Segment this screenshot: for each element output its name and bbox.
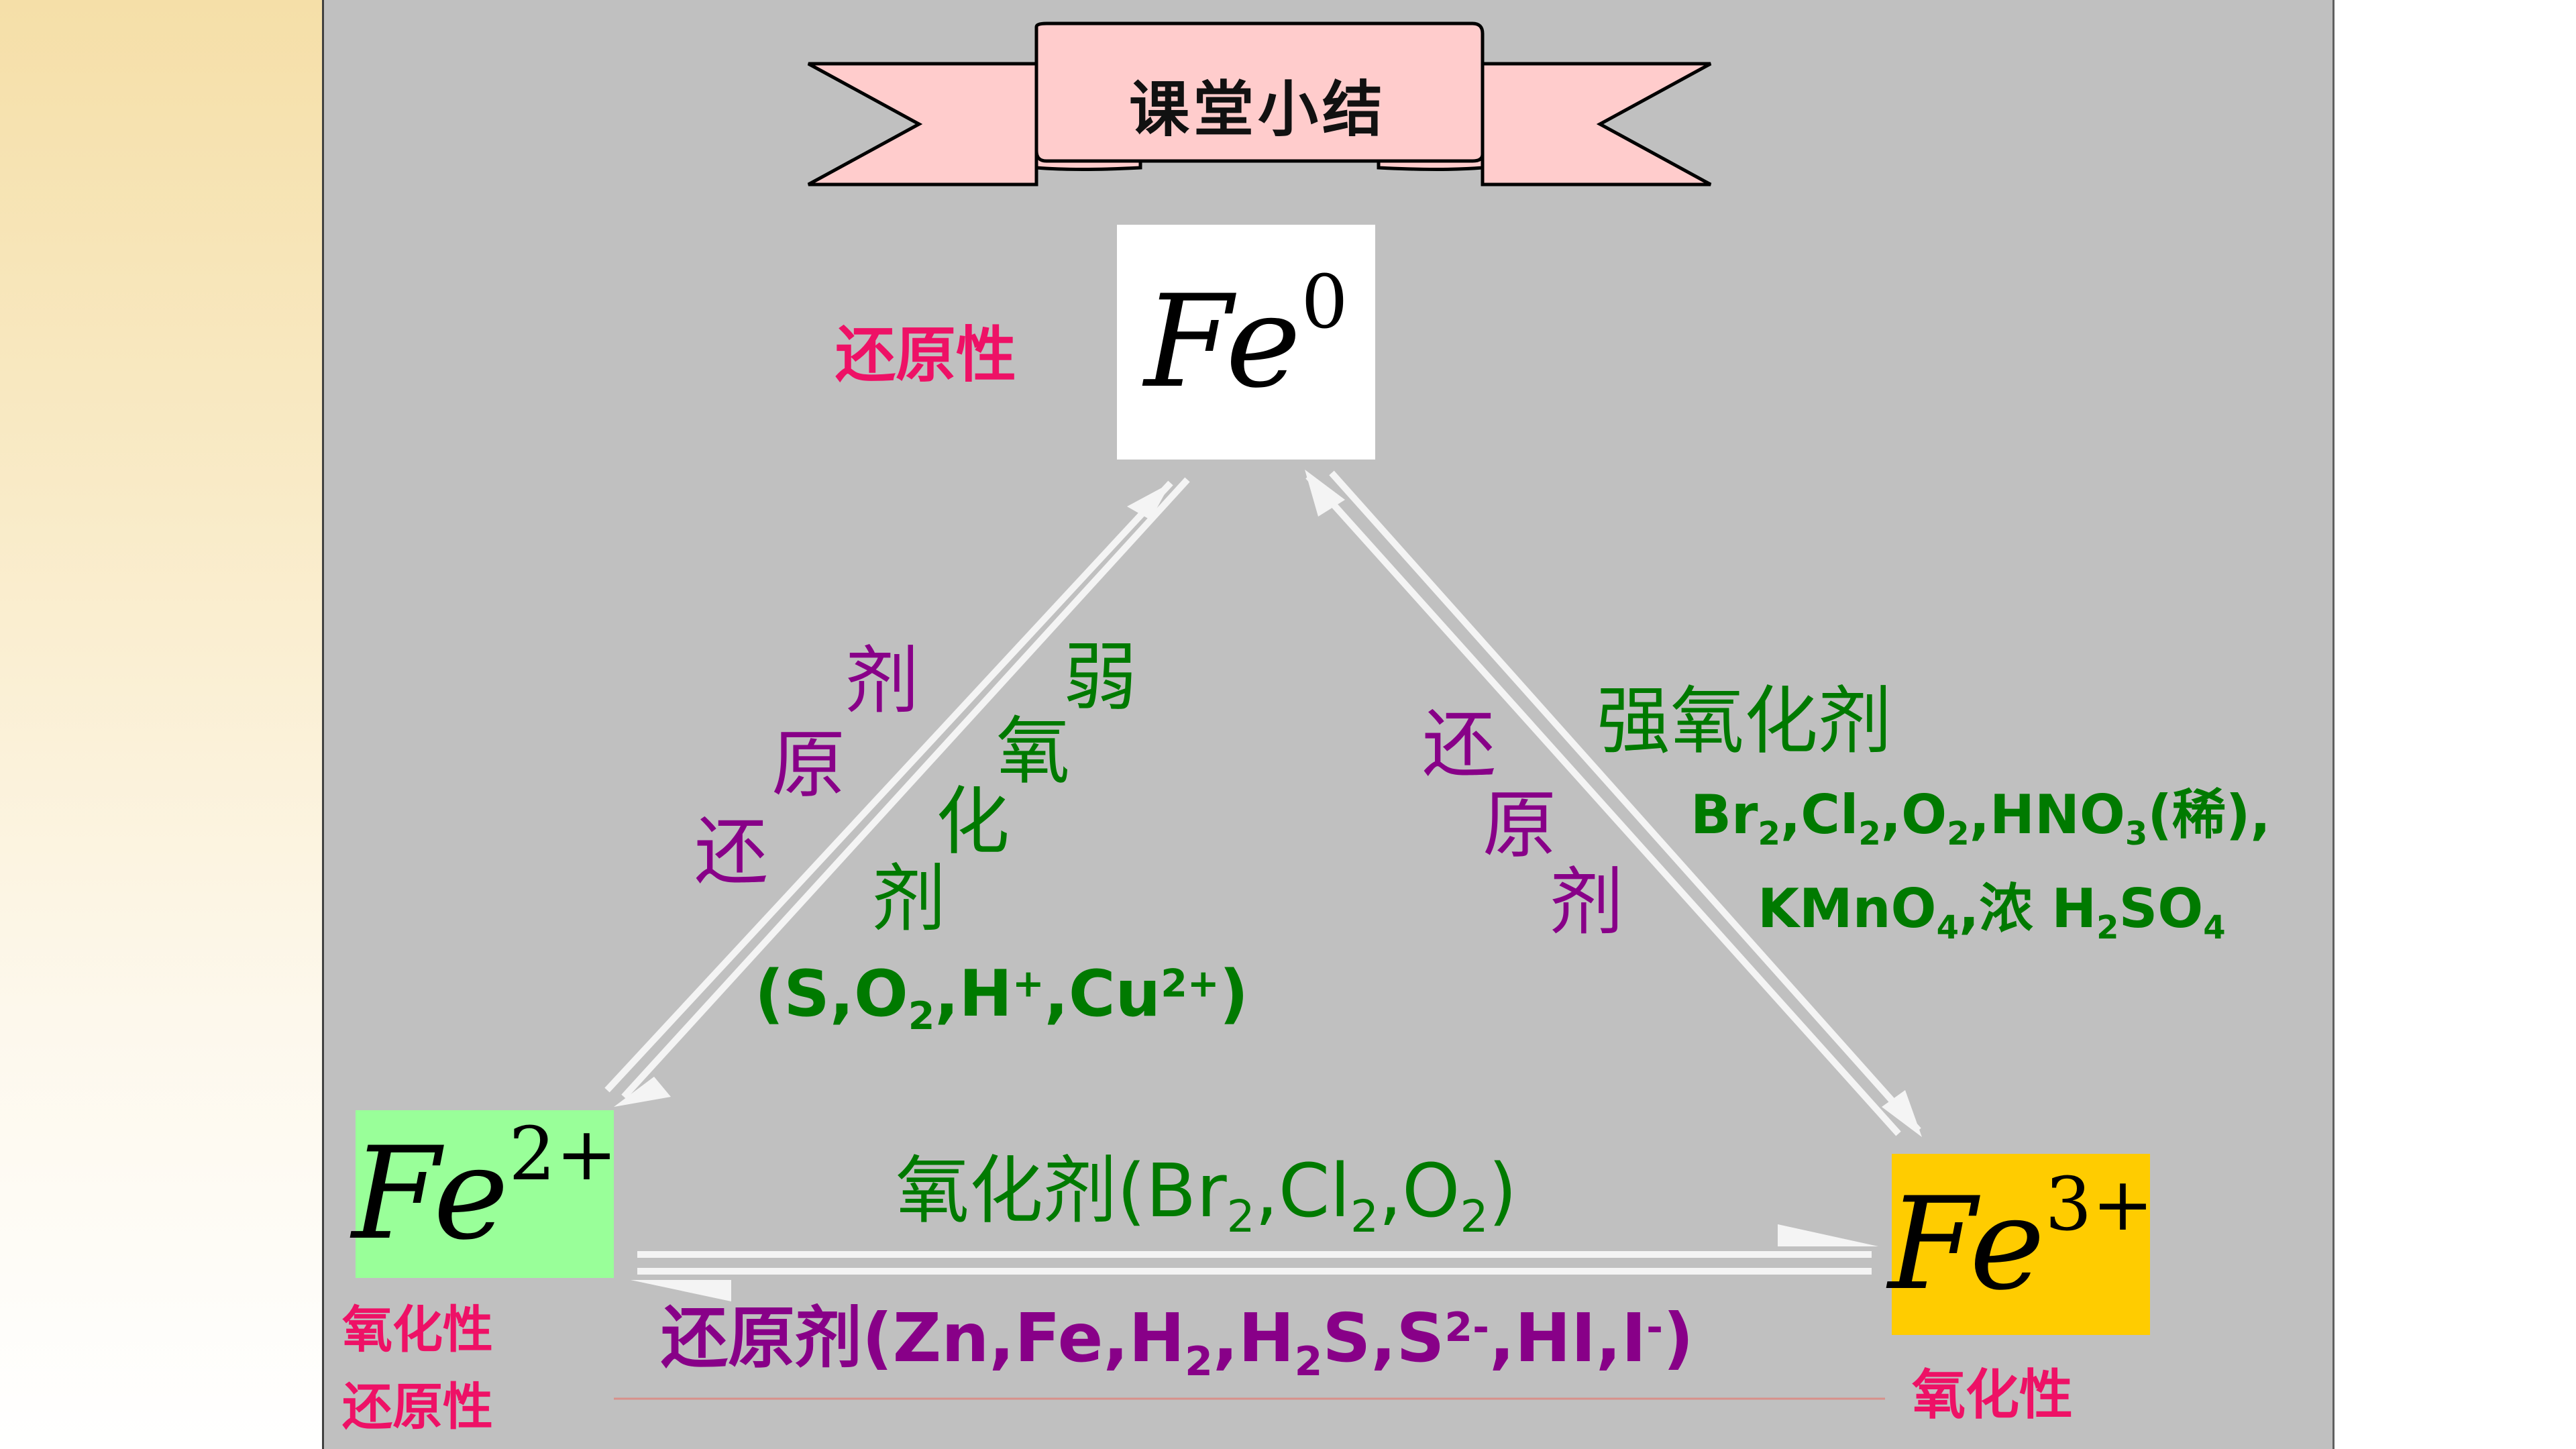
- node-fe0: Fe0: [1117, 225, 1375, 460]
- fe0-fe2-reducer-char-2: 原: [771, 722, 845, 808]
- arrow-fe0-to-fe2: [621, 477, 1190, 1099]
- arrow-fe2-to-fe0: [604, 480, 1173, 1093]
- fe0-fe3-oxidizer-list-2: KMnO4,浓 H2SO4: [1758, 877, 2226, 947]
- banner-body: [1034, 21, 1485, 163]
- ion-fe0: Fe0: [1144, 259, 1348, 416]
- arrowhead-fe0: [1127, 483, 1171, 520]
- arrow-fe0-to-fe3: [1329, 470, 1921, 1133]
- banner-left-tail: [807, 62, 1038, 186]
- fe2-property-oxidizing: 氧化性: [342, 1300, 494, 1359]
- fe0-fe2-reducer-char-3: 还: [694, 809, 768, 895]
- arrow-fe3-to-fe0: [1305, 474, 1901, 1136]
- fe0-fe3-reducer-char-1: 还: [1422, 702, 1496, 788]
- fe0-property: 还原性: [835, 320, 1016, 390]
- fe0-fe2-oxidizer-char-4: 剂: [872, 856, 946, 942]
- ion-fe3: Fe3+: [1888, 1161, 2154, 1318]
- fe2-fe3-oxidizer: 氧化剂(Br2,Cl2,O2): [896, 1148, 1517, 1243]
- banner-title: 课堂小结: [1129, 74, 1387, 145]
- arrowhead-fe2: [614, 1077, 671, 1107]
- fe0-fe2-oxidizer-char-2: 氧: [996, 708, 1070, 794]
- fe0-fe3-reducer-char-3: 剂: [1550, 859, 1623, 945]
- banner-right-tail: [1481, 62, 1712, 186]
- fe0-fe2-oxidizer-list: (S,O2,H+,Cu2+): [755, 957, 1249, 1038]
- ion-fe2: Fe2+: [352, 1111, 618, 1268]
- arrowhead-fe0-right: [1305, 470, 1345, 517]
- fe0-fe2-reducer-char-1: 剂: [845, 638, 919, 724]
- fe2-fe3-reducer: 还原剂(Zn,Fe,H2,H2S,S2-,HI,I-): [661, 1299, 1694, 1385]
- fe0-fe3-oxidizer-label: 强氧化剂: [1597, 678, 1892, 764]
- fe0-fe3-reducer-char-2: 原: [1483, 782, 1556, 868]
- node-fe2: Fe2+: [352, 1110, 618, 1278]
- arrowhead-fe2-bottom: [631, 1280, 731, 1301]
- fe3-property: 氧化性: [1912, 1364, 2073, 1426]
- fe2-property-reducing: 还原性: [342, 1377, 494, 1436]
- arrowhead-fe3: [1882, 1090, 1922, 1137]
- fe0-fe3-oxidizer-list-1: Br2,Cl2,O2,HNO3(稀),: [1690, 784, 2271, 853]
- fe0-fe2-oxidizer-char-3: 化: [936, 779, 1010, 865]
- arrowhead-fe3-bottom: [1778, 1224, 1878, 1246]
- node-fe3: Fe3+: [1888, 1154, 2154, 1335]
- side-gradient: [0, 0, 322, 1449]
- fe0-fe2-oxidizer-char-1: 弱: [1063, 635, 1137, 720]
